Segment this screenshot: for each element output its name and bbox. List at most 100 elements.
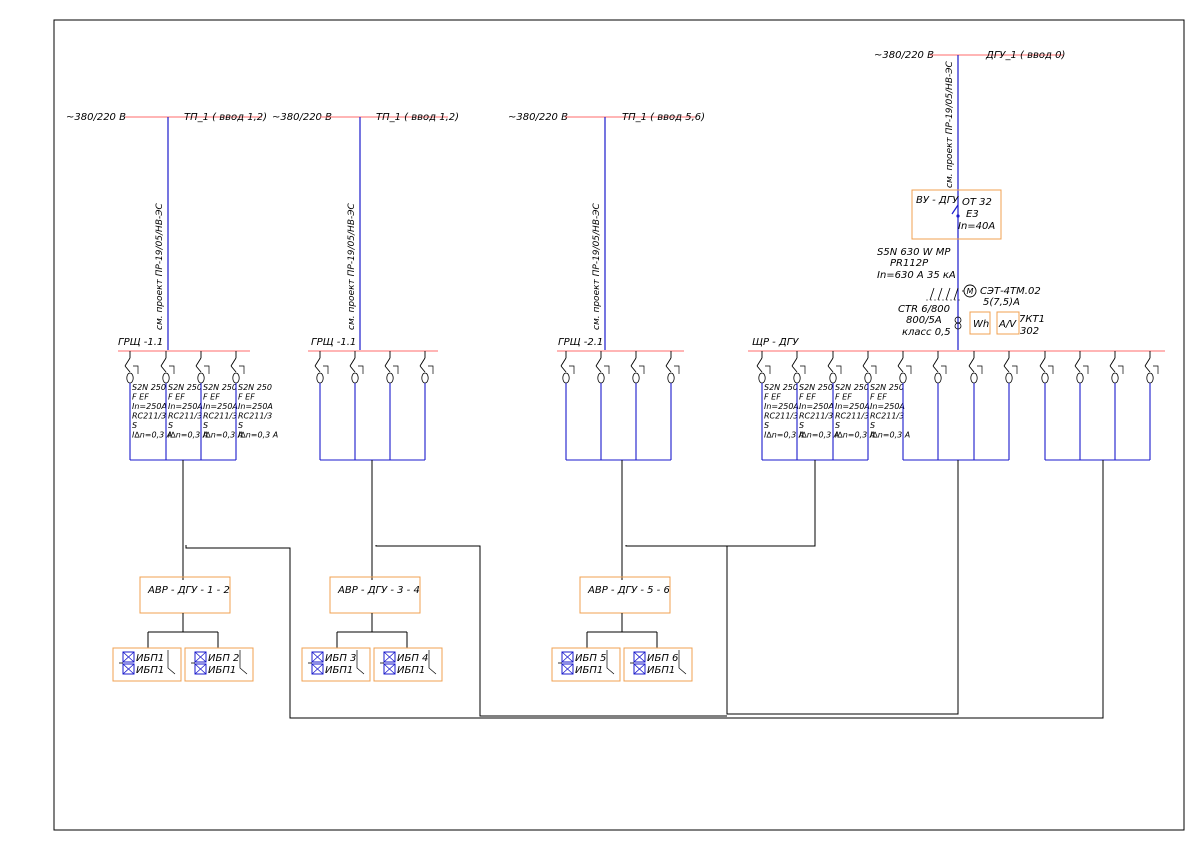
main-breaker-model: S5N 630 W MP [877,247,951,258]
breaker-spec-text: S [870,421,875,430]
breaker-spec-text: F EF [764,393,781,402]
breaker-spec-text: RC211/3 [870,412,904,421]
rcd-icon [632,372,640,384]
vu-dgu-switch-symbol [951,204,959,215]
breaker-spec-text: S [764,421,769,430]
breaker-spec-text: RC211/3 [835,412,869,421]
incomer-3-ref: см. проект ПР-19/05/НВ-ЭС [592,202,602,330]
avr-name: АВР - ДГУ - 1 - 2 [147,585,230,596]
rcd-icon [864,372,872,384]
vu-dgu-rating: In=40A [958,221,995,232]
main-breaker-release: PR112P [890,258,929,269]
feeder-breaker [1144,351,1159,460]
rcd-icon [316,372,324,384]
rcd-icon [899,372,907,384]
incomer-3-source: ТП_1 ( ввод 5,6) [622,112,705,123]
breaker-spec-text: RC211/3 [764,412,798,421]
breaker-spec-text: S [132,421,137,430]
ups-name: ИБП 2 [208,653,239,664]
rcd-icon [1111,372,1119,384]
av-meter-label: A/V [998,319,1017,330]
breaker-spec-text: I∆n=0,3 A [870,431,910,440]
breaker-spec-text: S [799,421,804,430]
instrument-code-2: 302 [1020,326,1039,337]
ups-name: ИБП 5 [575,653,606,664]
rcd-icon [386,372,394,384]
ups-name: ИБП 6 [647,653,678,664]
feeder-breaker [595,351,610,460]
panel-1-label: ГРЩ -1.1 [118,337,163,348]
ups-name: ИБП 4 [397,653,428,664]
breaker-spec-text: S [203,421,208,430]
breaker-spec-text: F EF [799,393,816,402]
breaker-spec-text: In=250A [764,402,799,411]
ups-name: ИБП1 [136,653,164,664]
ups-icon [633,651,646,663]
breaker-spec-text: I∆n=0,3 A [203,431,243,440]
breaker-spec-text: In=250A [132,402,167,411]
rcd-icon [758,372,766,384]
incomer-4: ~380/220 В ДГУ_1 ( ввод 0) см. проект ПР… [874,50,1065,350]
main-breaker: S5N 630 W MP PR112P In=630 A 35 кА M СЭТ… [877,247,1041,308]
breaker-spec-text: RC211/3 [799,412,833,421]
ups-box [301,647,371,682]
rcd-icon [197,372,205,384]
wh-meter-label: Wh [973,319,989,330]
feeder-breaker [560,351,575,460]
rcd-icon [970,372,978,384]
feeder-breaker [349,351,364,460]
breaker-spec-text: I∆n=0,3 A [132,431,172,440]
breaker-spec-text: I∆n=0,3 A [168,431,208,440]
breaker-spec-text: In=250A [835,402,870,411]
vu-dgu-switch: ОТ 32 [962,197,992,208]
avr-box [579,576,671,614]
breaker-spec-text: F EF [203,393,220,402]
rcd-icon [126,372,134,384]
panel-4-label: ЩР - ДГУ [752,337,799,348]
vu-dgu-contact [956,214,960,218]
breaker-spec-text: S2N 250 [238,383,272,392]
breaker-spec-text: In=250A [238,402,273,411]
breaker-spec-text: I∆n=0,3 A [764,431,804,440]
feeder-breaker [630,351,645,460]
breaker-spec-text: S2N 250 [203,383,237,392]
incomer-3: ~380/220 В ТП_1 ( ввод 5,6) см. проект П… [508,112,705,350]
vu-dgu-name: ВУ - ДГУ [916,195,959,206]
rcd-icon [1146,372,1154,384]
vu-dgu-box: ВУ - ДГУ ОТ 32 Е3 In=40A [911,189,1002,240]
incomer-2-voltage: ~380/220 В [272,112,332,123]
ups-icon [561,651,574,663]
breaker-spec-text: F EF [238,393,255,402]
ups-sub: ИБП1 [208,665,236,676]
breaker-spec-text: F EF [835,393,852,402]
ups-sub: ИБП1 [397,665,425,676]
feeder-breaker [384,351,399,460]
avr-box [139,576,231,614]
feeder-breaker [968,351,983,460]
breaker-spec-text: I∆n=0,3 A [799,431,839,440]
vu-dgu-e3: Е3 [966,209,979,220]
breaker-spec-text: F EF [132,393,149,402]
ups-box [623,647,693,682]
ct-name: CTR 6/800 [898,304,950,315]
breaker-spec-text: I∆n=0,3 A [835,431,875,440]
ups-sub: ИБП1 [136,665,164,676]
incomer-1-voltage: ~380/220 В [66,112,126,123]
breaker-spec-text: RC211/3 [132,412,166,421]
feeder-breaker [1039,351,1054,460]
avr-box [329,576,421,614]
ups-icon [194,651,207,663]
ups-sub: ИБП1 [647,665,675,676]
breaker-spec-text: In=250A [203,402,238,411]
wh-meter-box [969,311,991,335]
feeder-breaker [419,351,434,460]
feeder-group-3 [560,351,680,461]
